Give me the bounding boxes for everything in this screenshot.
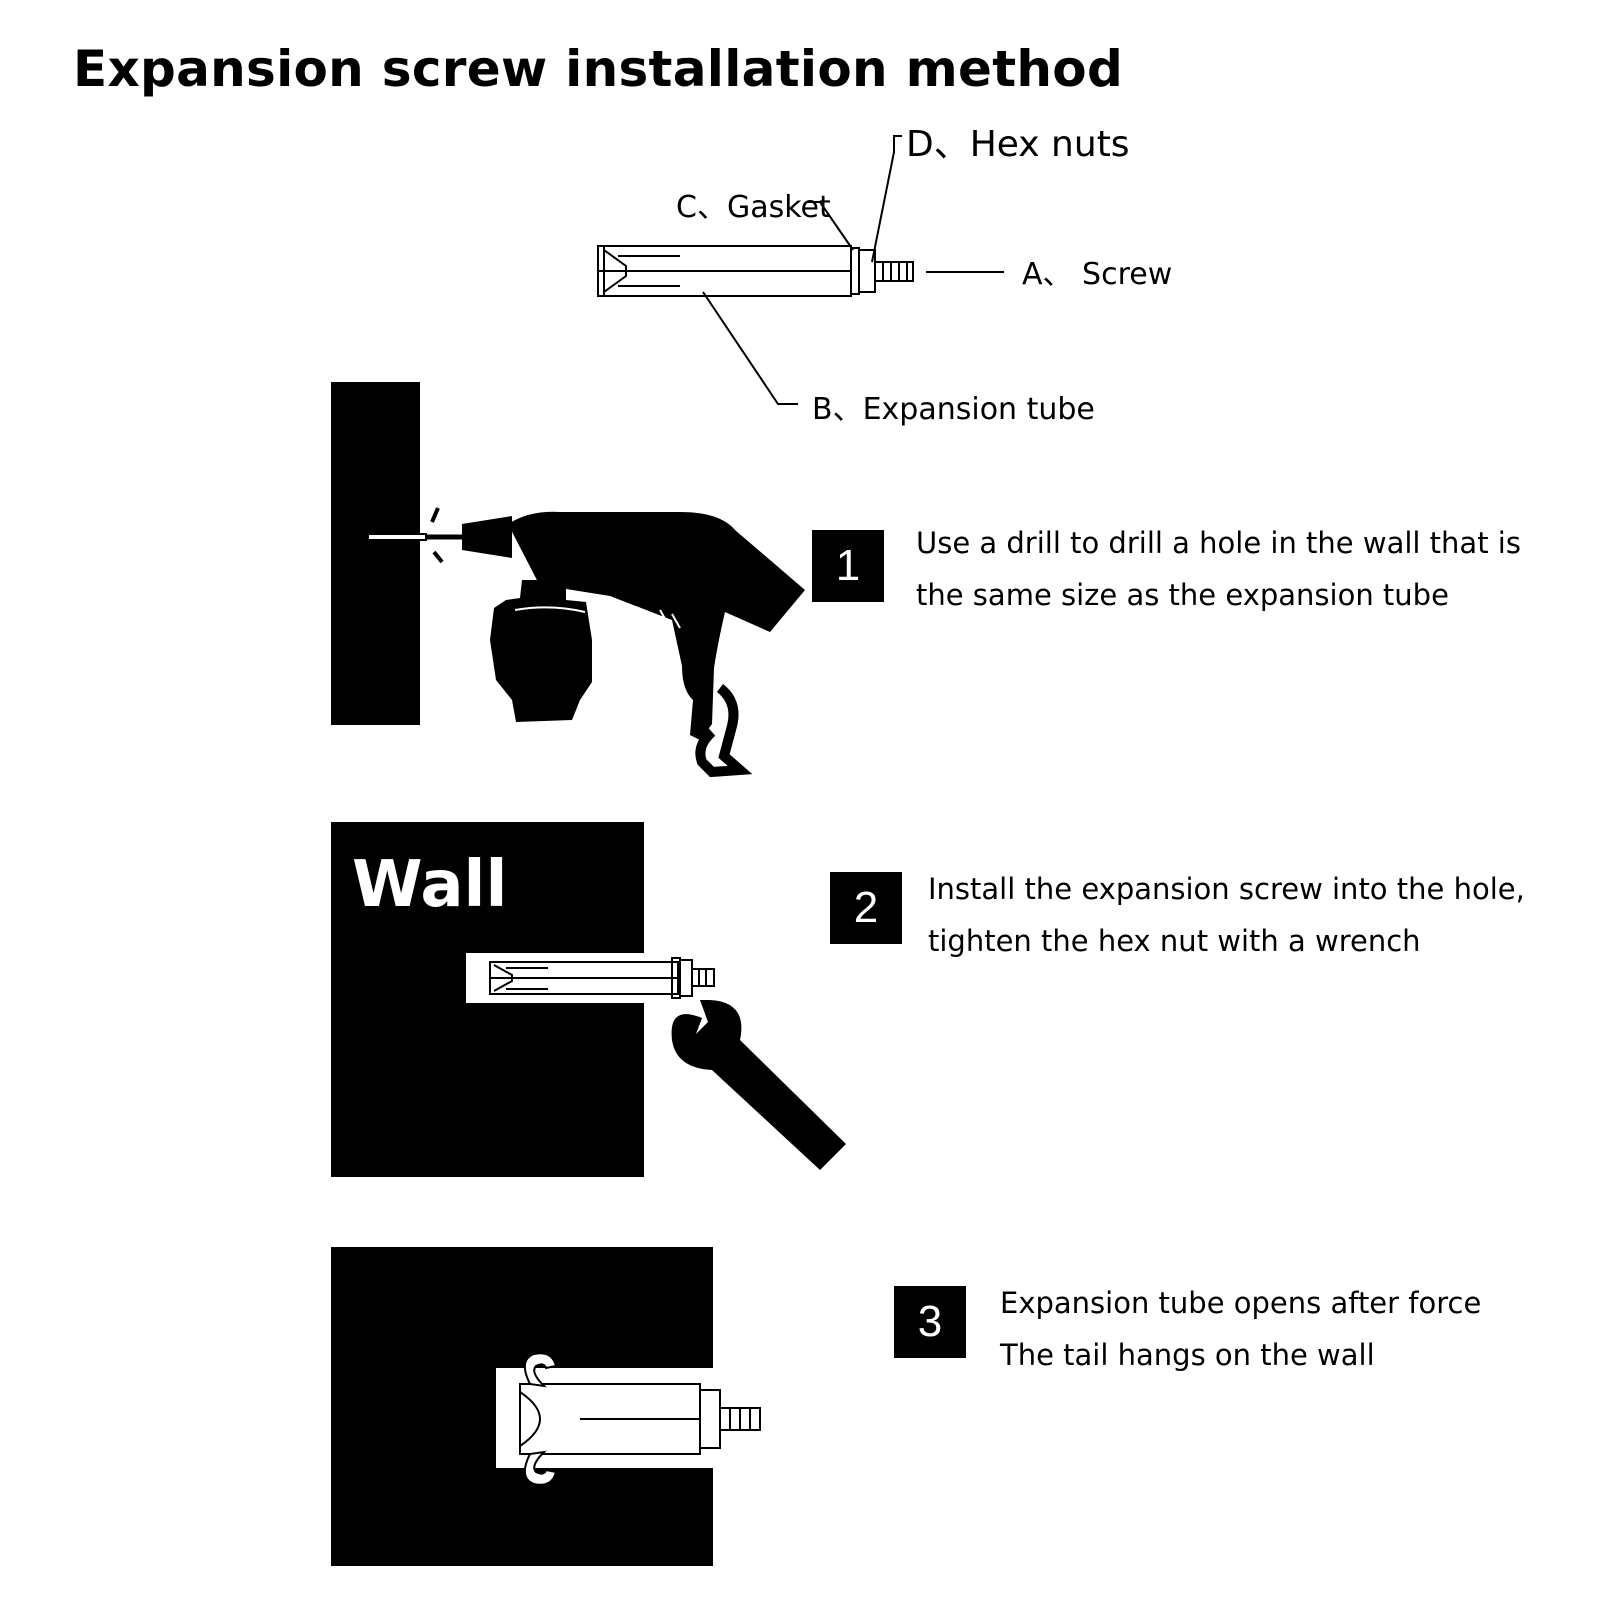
step-3-badge: 3	[894, 1286, 966, 1358]
step-2-text: Install the expansion screw into the hol…	[928, 863, 1525, 967]
step-3-line-2: The tail hangs on the wall	[1000, 1338, 1375, 1372]
installed-screw-icon	[466, 953, 715, 1003]
step-1-line-2: the same size as the expansion tube	[916, 578, 1449, 612]
drill-icon	[367, 507, 805, 778]
wall-label: Wall	[352, 848, 508, 922]
page-title: Expansion screw installation method	[73, 40, 1124, 98]
fist-icon	[490, 580, 592, 722]
step-3-text: Expansion tube opens after force The tai…	[1000, 1277, 1481, 1381]
part-leader-lines	[702, 135, 1004, 405]
expansion-screw-parts-icon	[597, 245, 914, 297]
step-2-badge: 2	[830, 872, 902, 944]
label-screw: A、 Screw	[1022, 257, 1173, 292]
label-expansion-tube: B、Expansion tube	[812, 392, 1095, 427]
label-hex-nuts: D、Hex nuts	[906, 124, 1130, 165]
step-3-line-1: Expansion tube opens after force	[1000, 1286, 1482, 1320]
label-gasket: C、Gasket	[676, 190, 831, 225]
step-2-line-1: Install the expansion screw into the hol…	[928, 872, 1525, 906]
wall-step-1	[331, 382, 420, 725]
step-2-line-2: tighten the hex nut with a wrench	[928, 924, 1421, 958]
step-1-text: Use a drill to drill a hole in the wall …	[916, 517, 1521, 621]
wrench-icon	[671, 1000, 846, 1170]
step-1-badge: 1	[812, 530, 884, 602]
step-1-line-1: Use a drill to drill a hole in the wall …	[916, 526, 1521, 560]
expansion-screw-icon	[496, 1352, 761, 1486]
